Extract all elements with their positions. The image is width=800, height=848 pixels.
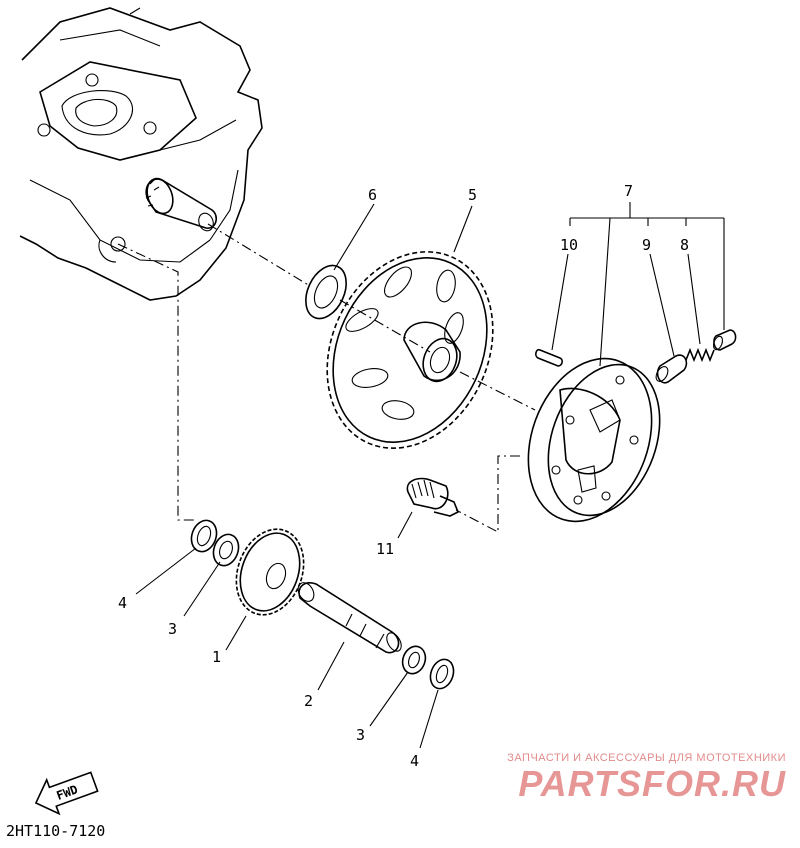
circlip-part-4-upper[interactable] xyxy=(135,517,221,595)
washer-part-6[interactable] xyxy=(298,259,354,325)
bolt-part-11[interactable] xyxy=(397,477,460,539)
spring-part-8[interactable] xyxy=(685,253,715,363)
cap-part-8[interactable] xyxy=(712,329,737,351)
label-part-5: 5 xyxy=(468,186,477,204)
top-leaders xyxy=(333,203,473,271)
watermark-brand-logo: PARTSFOR.RU xyxy=(518,763,786,804)
label-part-3-upper: 3 xyxy=(168,620,177,638)
label-part-4-upper: 4 xyxy=(118,594,127,612)
label-part-9: 9 xyxy=(642,236,651,254)
diagram-code: 2HT110-7120 xyxy=(6,822,106,840)
clutch-assembly-part-7[interactable] xyxy=(507,341,680,539)
plunger-part-9[interactable] xyxy=(649,253,688,384)
shaft-part-2[interactable] xyxy=(295,580,404,691)
label-part-11: 11 xyxy=(376,540,394,558)
alignment-lines xyxy=(117,223,536,533)
label-part-10: 10 xyxy=(560,236,578,254)
fwd-arrow-icon: FWD xyxy=(34,771,99,816)
part-7-bracket xyxy=(569,202,725,367)
label-part-4-lower: 4 xyxy=(410,752,419,770)
label-part-3-lower: 3 xyxy=(356,726,365,744)
washer-part-3-upper[interactable] xyxy=(183,531,243,617)
label-part-6: 6 xyxy=(368,186,377,204)
label-part-2: 2 xyxy=(304,692,313,710)
label-part-1: 1 xyxy=(212,648,221,666)
watermark: ЗАПЧАСТИ И АКСЕССУАРЫ ДЛЯ МОТОТЕХНИКИ PA… xyxy=(507,752,786,804)
label-part-8: 8 xyxy=(680,236,689,254)
small-gear-part-1[interactable] xyxy=(225,520,315,651)
label-part-7: 7 xyxy=(624,182,633,200)
pin-part-10[interactable] xyxy=(535,253,569,367)
crankcase-outline xyxy=(19,7,263,301)
fwd-label: FWD xyxy=(55,782,80,803)
circlip-part-4-lower[interactable] xyxy=(419,656,457,749)
watermark-tagline: ЗАПЧАСТИ И АКСЕССУАРЫ ДЛЯ МОТОТЕХНИКИ xyxy=(507,752,786,764)
starter-gear-part-5[interactable] xyxy=(296,225,524,476)
washer-part-3-lower[interactable] xyxy=(369,643,429,727)
crankcase-shaft-stub xyxy=(145,177,218,232)
